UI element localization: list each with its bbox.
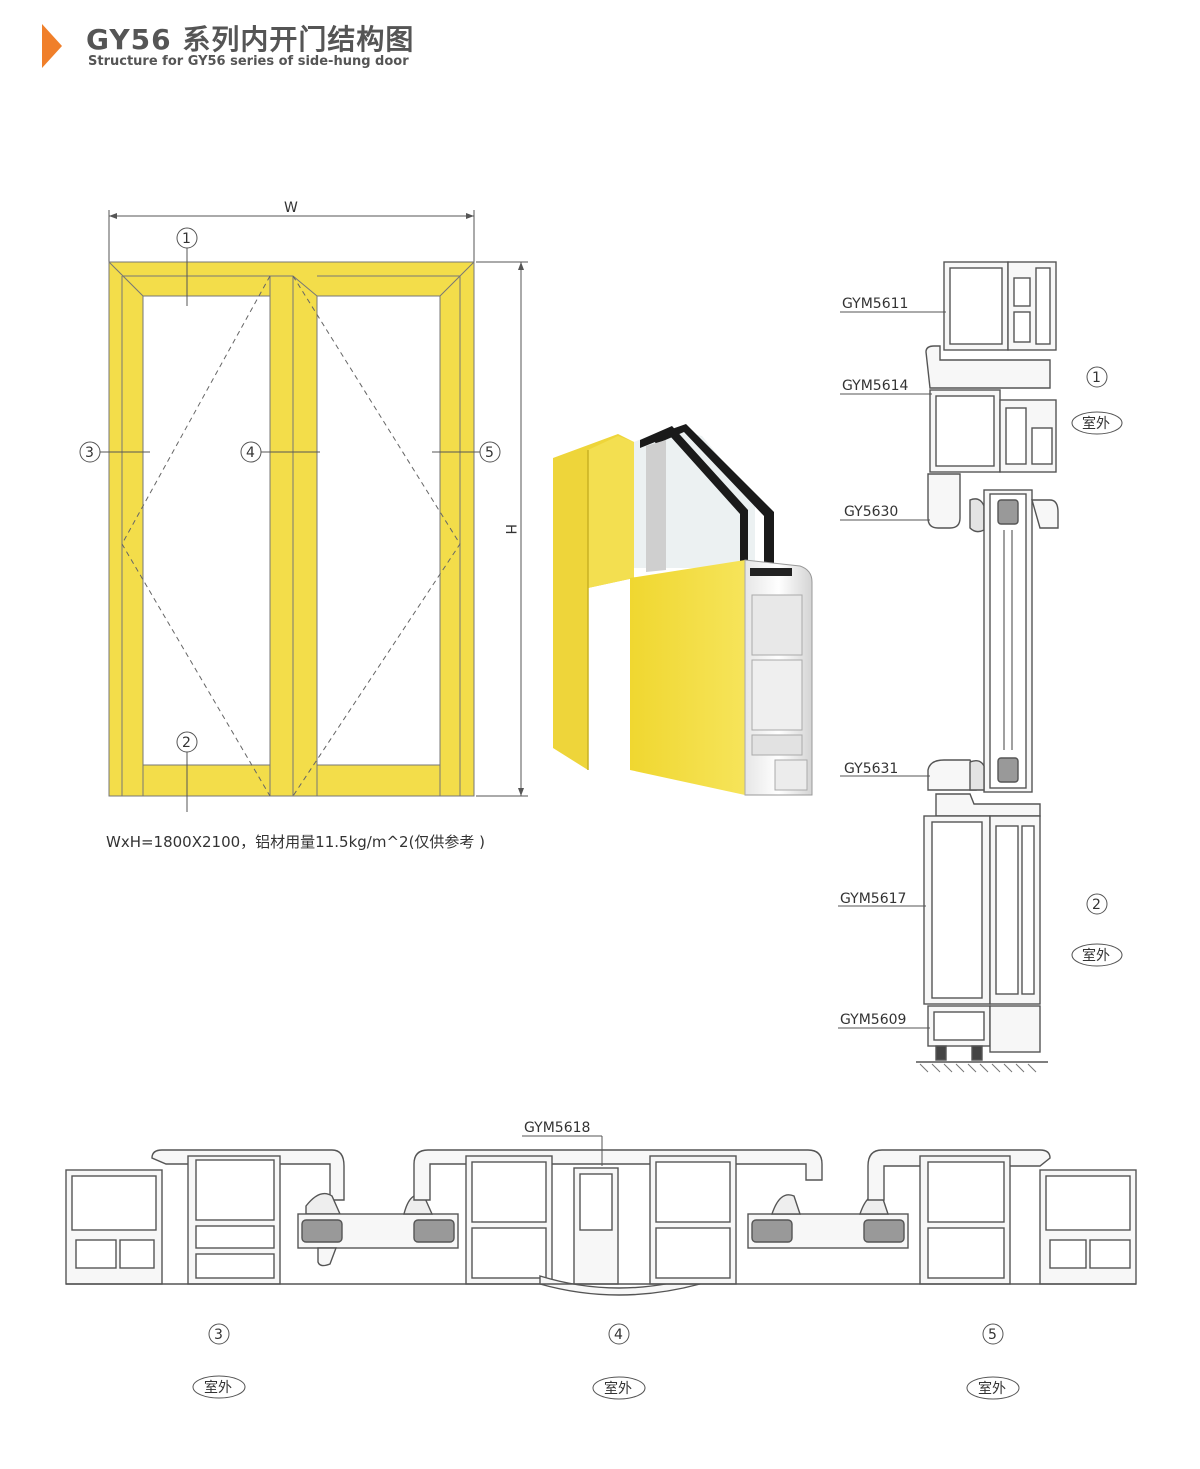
vertical-section — [916, 261, 1059, 1073]
horizontal-section — [65, 1149, 1137, 1296]
marker-2: 2 — [182, 735, 191, 751]
header-arrow-icon — [42, 24, 62, 68]
outdoor-label-top: 室外 — [1082, 415, 1110, 432]
outdoor-label-4: 室外 — [604, 1380, 632, 1397]
profile-3d-view — [553, 424, 813, 796]
label-gy5631: GY5631 — [844, 761, 898, 777]
page-header: GY56 系列内开门结构图 Structure for GY56 series … — [42, 18, 742, 78]
horizontal-marker-4: 4 — [614, 1327, 623, 1343]
horizontal-marker-5: 5 — [988, 1327, 997, 1343]
right-glass-pane — [316, 295, 441, 766]
vertical-marker-1: 1 — [1092, 370, 1101, 386]
label-gym5614: GYM5614 — [842, 378, 909, 394]
outdoor-label-bottom: 室外 — [1082, 947, 1110, 964]
outdoor-label-5: 室外 — [978, 1380, 1006, 1397]
label-gym5609: GYM5609 — [840, 1012, 906, 1028]
page-subtitle: Structure for GY56 series of side-hung d… — [88, 54, 409, 69]
vertical-section-labels: GYM5611 GYM5614 GY5630 GY5631 GYM5617 GY… — [838, 296, 1123, 1029]
outdoor-label-3: 室外 — [204, 1379, 232, 1396]
door-elevation: W H 1 — [79, 200, 528, 812]
label-gym5618: GYM5618 — [524, 1120, 590, 1136]
width-label: W — [284, 200, 298, 216]
right-swing-indicator — [292, 275, 461, 797]
marker-4: 4 — [246, 445, 255, 461]
label-gym5617: GYM5617 — [840, 891, 906, 907]
horizontal-marker-3: 3 — [214, 1327, 223, 1343]
marker-3: 3 — [85, 445, 94, 461]
label-gym5611: GYM5611 — [842, 296, 908, 312]
height-label: H — [502, 524, 518, 535]
vertical-marker-2: 2 — [1092, 897, 1101, 913]
left-glass-pane — [142, 295, 271, 766]
marker-1: 1 — [182, 231, 191, 247]
label-gy5630: GY5630 — [844, 504, 898, 520]
page-title: GY56 系列内开门结构图 — [86, 23, 415, 56]
left-swing-indicator — [121, 275, 271, 797]
marker-5: 5 — [485, 445, 494, 461]
horizontal-section-labels: GYM5618 3 4 5 室外 室外 室外 — [192, 1120, 1020, 1400]
dimension-caption: WxH=1800X2100，铝材用量11.5kg/m^2(仅供参考 ) — [106, 833, 486, 851]
